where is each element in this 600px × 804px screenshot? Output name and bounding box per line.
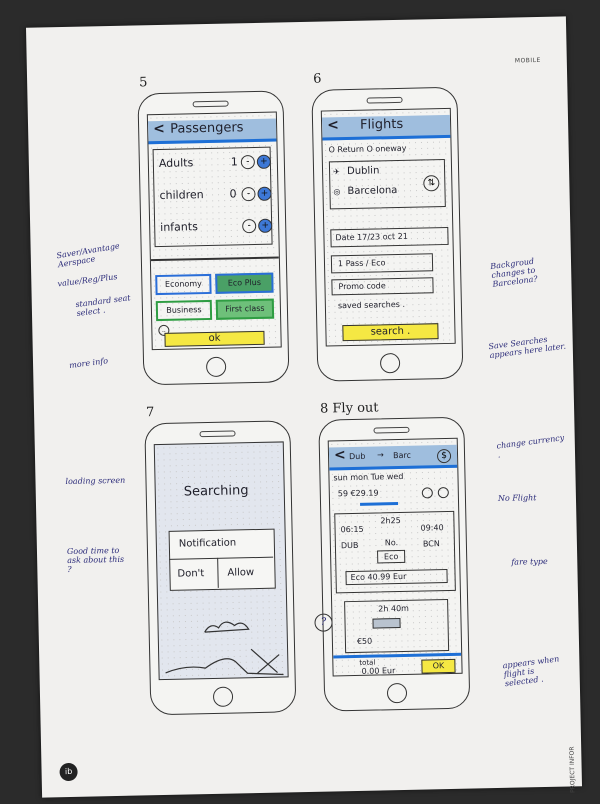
screen-number-5: 5 xyxy=(139,75,148,91)
annotation-fare-type: fare type xyxy=(511,556,548,567)
class-ecoplus-button[interactable]: Eco Plus xyxy=(215,272,274,294)
speaker xyxy=(192,100,229,108)
annotation-no-flight: No Flight xyxy=(497,493,537,503)
annotation-save-searches: Save Searches appears here later. xyxy=(487,334,567,361)
origin-field[interactable]: Dublin xyxy=(346,165,380,178)
duration: 2h25 xyxy=(380,515,401,526)
plane-icon: ✈ xyxy=(332,167,340,177)
route-arrow-icon: → xyxy=(376,450,384,460)
phone-passengers: < Passengers Adults 1 - + children 0 - +… xyxy=(137,90,290,386)
departure-time: 06:15 xyxy=(340,524,364,535)
annotation-more-info: more info xyxy=(68,356,109,371)
total-value: 0.00 Eur xyxy=(361,666,396,676)
divider xyxy=(150,256,279,261)
passengers-field[interactable]: 1 Pass / Eco xyxy=(330,253,434,274)
logo: ib xyxy=(59,762,78,782)
screen-number-7: 7 xyxy=(145,405,155,421)
screen-flyout: < Dub → Barc $ sun mon Tue wed 59 €29.19… xyxy=(327,437,463,677)
ok-button[interactable]: ok xyxy=(164,330,265,347)
notification-title: Notification xyxy=(178,537,237,550)
trip-type-toggle[interactable]: O Return O oneway xyxy=(328,143,407,155)
header-flyout: < Dub → Barc $ xyxy=(328,444,458,471)
row-label-infants: infants xyxy=(160,220,199,234)
fare-type-badge[interactable]: Eco xyxy=(377,549,406,564)
screen-flights: < Flights O Return O oneway ✈ Dublin ◎ B… xyxy=(320,107,456,347)
screen-title: Fly out xyxy=(332,400,379,417)
back-arrow-icon[interactable]: < xyxy=(326,117,340,134)
row-label-children: children xyxy=(159,188,204,202)
speaker xyxy=(366,96,403,104)
back-arrow-icon[interactable]: < xyxy=(152,120,166,138)
annotation-value: value/Reg/Plus xyxy=(57,272,118,289)
page-title: Passengers xyxy=(169,120,244,137)
currency-icon[interactable]: $ xyxy=(436,448,452,464)
annotation-loading: loading screen xyxy=(65,475,126,487)
annotation-saver: Saver/Avantage Aerspace xyxy=(55,241,121,270)
row-count-children: 0 xyxy=(229,187,237,201)
class-economy-button[interactable]: Economy xyxy=(155,273,212,296)
searching-label: Searching xyxy=(183,483,249,500)
card2-bar xyxy=(372,618,401,629)
home-button xyxy=(212,686,234,707)
back-arrow-icon[interactable]: < xyxy=(333,447,346,464)
page-title: Flights xyxy=(359,116,404,133)
card2-duration: 2h 40m xyxy=(378,603,410,614)
screen-searching: Searching Notification Don't Allow xyxy=(153,441,289,681)
allow-button[interactable]: Allow xyxy=(227,567,255,579)
selected-day-indicator xyxy=(360,502,399,506)
pin-icon: ◎ xyxy=(333,187,341,197)
cloud-icon xyxy=(204,621,250,633)
annotation-appears: appears when flight is selected . xyxy=(502,654,560,689)
price-row: 59 €29.19 xyxy=(337,488,379,499)
saved-searches-label: saved searches . xyxy=(337,299,406,311)
date-field[interactable]: Date 17/23 oct 21 xyxy=(330,226,449,248)
stops: No. xyxy=(384,538,399,548)
class-first-button[interactable]: First class xyxy=(215,298,275,320)
annotation-good-time: Good time to ask about this ? xyxy=(66,545,125,574)
screen-number-6: 6 xyxy=(312,71,322,87)
route-to: Barc xyxy=(392,450,412,461)
no-flight-icon xyxy=(421,487,433,499)
screen-number: 8 xyxy=(319,401,329,417)
speaker xyxy=(199,430,236,438)
header-passengers: < Passengers xyxy=(147,118,277,145)
no-flight-icon xyxy=(437,486,449,499)
row-label-adults: Adults xyxy=(158,156,194,170)
ok-button[interactable]: OK xyxy=(421,658,456,674)
mountains-icon xyxy=(165,648,284,676)
fare-price[interactable]: Eco 40.99 Eur xyxy=(345,569,448,586)
screen-number-8: 8 Fly out xyxy=(320,400,379,416)
screen-passengers: < Passengers Adults 1 - + children 0 - +… xyxy=(146,111,282,351)
route-from: Dub xyxy=(348,451,366,462)
bottom-bar-top xyxy=(333,652,462,659)
arrival-time: 09:40 xyxy=(420,523,444,533)
destination-field[interactable]: Barcelona xyxy=(347,184,398,198)
home-button xyxy=(379,352,401,374)
day-selector[interactable]: sun mon Tue wed xyxy=(333,471,404,483)
annotation-background: Backgroud changes to Barcelona? xyxy=(489,256,539,289)
paper-sheet: MOBILE PROJECT INFOR ib 5 < Passengers A… xyxy=(25,16,583,798)
home-button xyxy=(386,682,408,704)
card2-price: €50 xyxy=(356,636,373,646)
home-button xyxy=(205,356,227,378)
speaker xyxy=(373,426,410,434)
arrival-code: BCN xyxy=(422,539,440,549)
annotation-standard: standard seat select . xyxy=(74,293,132,319)
departure-code: DUB xyxy=(340,540,359,551)
search-button[interactable]: search . xyxy=(342,323,439,342)
side-label: PROJECT INFOR xyxy=(568,746,577,793)
dont-allow-button[interactable]: Don't xyxy=(177,568,205,580)
annotation-currency: change currency . xyxy=(496,433,565,460)
phone-flights: < Flights O Return O oneway ✈ Dublin ◎ B… xyxy=(311,86,464,382)
promo-code-field[interactable]: Promo code xyxy=(331,277,434,296)
class-business-button[interactable]: Business xyxy=(155,299,213,322)
page-label: MOBILE xyxy=(514,56,541,65)
row-count-adults: 1 xyxy=(230,155,238,169)
phone-searching: Searching Notification Don't Allow xyxy=(144,420,297,716)
header-flights: < Flights xyxy=(321,114,451,141)
phone-flyout: < Dub → Barc $ sun mon Tue wed 59 €29.19… xyxy=(318,416,471,712)
